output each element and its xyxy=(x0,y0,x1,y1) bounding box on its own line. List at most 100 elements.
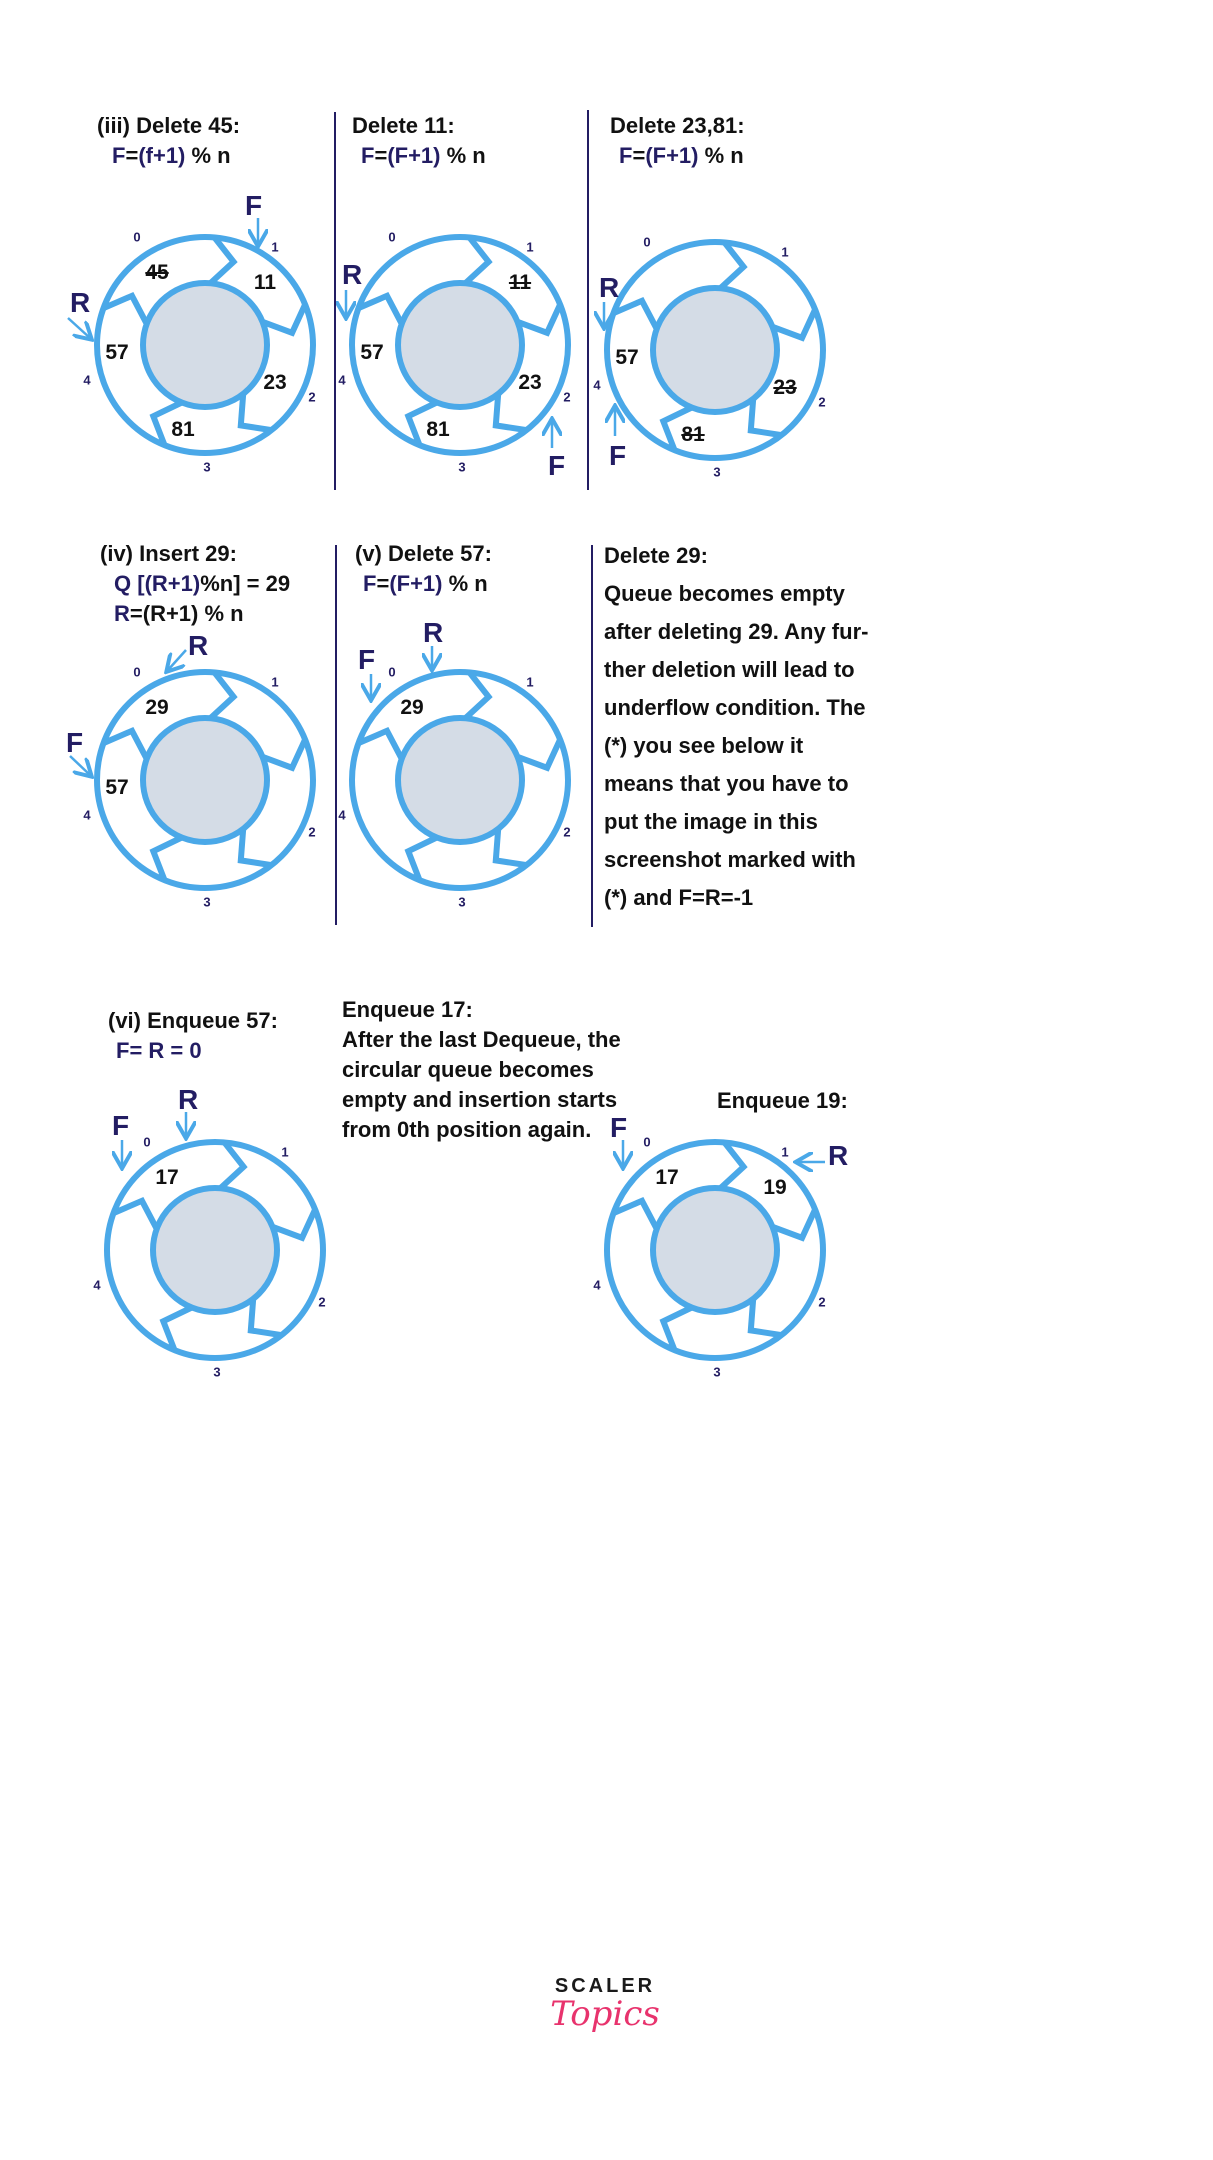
slot-value-4: 57 xyxy=(360,341,384,364)
outer-ring xyxy=(604,1139,826,1361)
slot-value-4: 57 xyxy=(105,341,129,364)
slot-divider xyxy=(149,834,184,882)
slot-divider xyxy=(516,303,563,337)
expr-part: (R+1) xyxy=(144,571,201,596)
slot-divider xyxy=(747,398,782,439)
ring-graphic xyxy=(349,669,571,891)
slot-value-2: 23 xyxy=(518,371,542,394)
q-part: Q [ xyxy=(114,571,145,596)
slot-divider xyxy=(112,1196,160,1231)
slot-index-1: 1 xyxy=(526,239,534,255)
slot-index-2: 2 xyxy=(308,824,316,840)
slot-index-1: 1 xyxy=(781,244,789,260)
inner-circle xyxy=(650,285,780,415)
front-pointer-label: F xyxy=(609,440,627,471)
eq-part: = xyxy=(376,571,390,596)
slot-index-3: 3 xyxy=(203,894,211,910)
slot-index-1: 1 xyxy=(281,1144,289,1160)
slot-divider xyxy=(237,393,272,434)
slot-index-3: 3 xyxy=(203,459,211,475)
slot-index-2: 2 xyxy=(818,1294,826,1310)
slot-value-3: 81 xyxy=(426,418,450,441)
delete-29-block: Delete 29: Queue becomes empty after del… xyxy=(604,537,868,917)
slot-divider xyxy=(771,1208,818,1242)
slot-divider xyxy=(771,308,818,342)
slot-index-2: 2 xyxy=(318,1294,326,1310)
slot-value-2: 23 xyxy=(263,371,287,394)
rear-pointer-label: R xyxy=(599,272,620,303)
f-part: F xyxy=(112,143,126,168)
slot-divider xyxy=(718,240,748,291)
panel-3-title: Delete 23,81: xyxy=(610,113,745,138)
outer-ring xyxy=(104,1139,326,1361)
ring-graphic xyxy=(94,234,316,456)
slot-divider xyxy=(271,1208,318,1242)
ring-graphic xyxy=(604,239,826,461)
panel-5-formula: F=(F+1) % n xyxy=(363,571,488,597)
ring-graphic xyxy=(349,234,571,456)
slot-index-4: 4 xyxy=(338,372,346,388)
slot-index-0: 0 xyxy=(643,234,651,250)
inner-circle xyxy=(650,1185,780,1315)
slot-divider xyxy=(612,1196,660,1231)
slot-index-2: 2 xyxy=(818,394,826,410)
inner-circle xyxy=(150,1185,280,1315)
panel-1-formula: F=(f+1) % n xyxy=(112,143,231,169)
panel-3-formula: F=(F+1) % n xyxy=(619,143,744,169)
slot-divider xyxy=(612,296,660,331)
slot-value-0: 17 xyxy=(155,1166,179,1189)
outer-ring xyxy=(349,234,571,456)
panel-4-formula: Q [(R+1)%n] = 29 xyxy=(114,571,290,597)
slot-index-4: 4 xyxy=(593,377,601,393)
slot-value-3: 81 xyxy=(171,418,195,441)
slot-divider xyxy=(159,1304,194,1352)
front-pointer-label: F xyxy=(66,727,84,758)
rest-part: %n] = 29 xyxy=(200,571,291,596)
r-part: R xyxy=(114,601,130,626)
slot-value-4: 57 xyxy=(615,346,639,369)
panel-7-title: Enqueue 19: xyxy=(717,1088,848,1113)
slot-index-1: 1 xyxy=(271,674,279,690)
slot-index-0: 0 xyxy=(143,1134,151,1150)
f-part: F xyxy=(363,571,377,596)
slot-index-0: 0 xyxy=(388,664,396,680)
slot-divider xyxy=(261,738,308,772)
expr-part: (F+1) xyxy=(645,143,699,168)
inner-circle xyxy=(395,715,525,845)
enqueue-17-line: After the last Dequeue, the xyxy=(342,1027,621,1052)
eq-part: = xyxy=(374,143,388,168)
slot-divider xyxy=(102,726,150,761)
slot-divider xyxy=(492,828,527,869)
enqueue-17-line: from 0th position again. xyxy=(342,1117,592,1142)
outer-ring xyxy=(604,239,826,461)
rear-pointer-label: R xyxy=(188,630,209,661)
slot-index-3: 3 xyxy=(213,1364,221,1380)
delete-29-line: (*) you see below it xyxy=(604,733,804,758)
enqueue-17-title: Enqueue 17: xyxy=(342,997,473,1022)
slot-divider xyxy=(404,399,439,447)
slot-value-3: 81 xyxy=(681,423,705,446)
enqueue-17-line: circular queue becomes xyxy=(342,1057,594,1082)
slot-index-2: 2 xyxy=(308,389,316,405)
logo-bottom: Topics xyxy=(550,1994,660,2034)
slot-index-1: 1 xyxy=(526,674,534,690)
slot-divider xyxy=(149,399,184,447)
slot-divider xyxy=(218,1140,248,1191)
ring-graphic xyxy=(604,1139,826,1361)
rear-pointer-label: R xyxy=(70,287,91,318)
outer-ring xyxy=(349,669,571,891)
delete-29-line: underflow condition. The xyxy=(604,695,866,720)
panel-4-formula-2: R=(R+1) % n xyxy=(114,601,244,627)
slot-divider xyxy=(357,291,405,326)
front-pointer-label: F xyxy=(548,450,566,481)
delete-29-line: (*) and F=R=-1 xyxy=(604,885,754,910)
rear-pointer-label: R xyxy=(423,617,444,648)
f-part: F xyxy=(619,143,633,168)
delete-29-line: screenshot marked with xyxy=(604,847,856,872)
slot-value-0: 17 xyxy=(655,1166,679,1189)
slot-index-1: 1 xyxy=(271,239,279,255)
f-part: F xyxy=(361,143,375,168)
slot-index-1: 1 xyxy=(781,1144,789,1160)
